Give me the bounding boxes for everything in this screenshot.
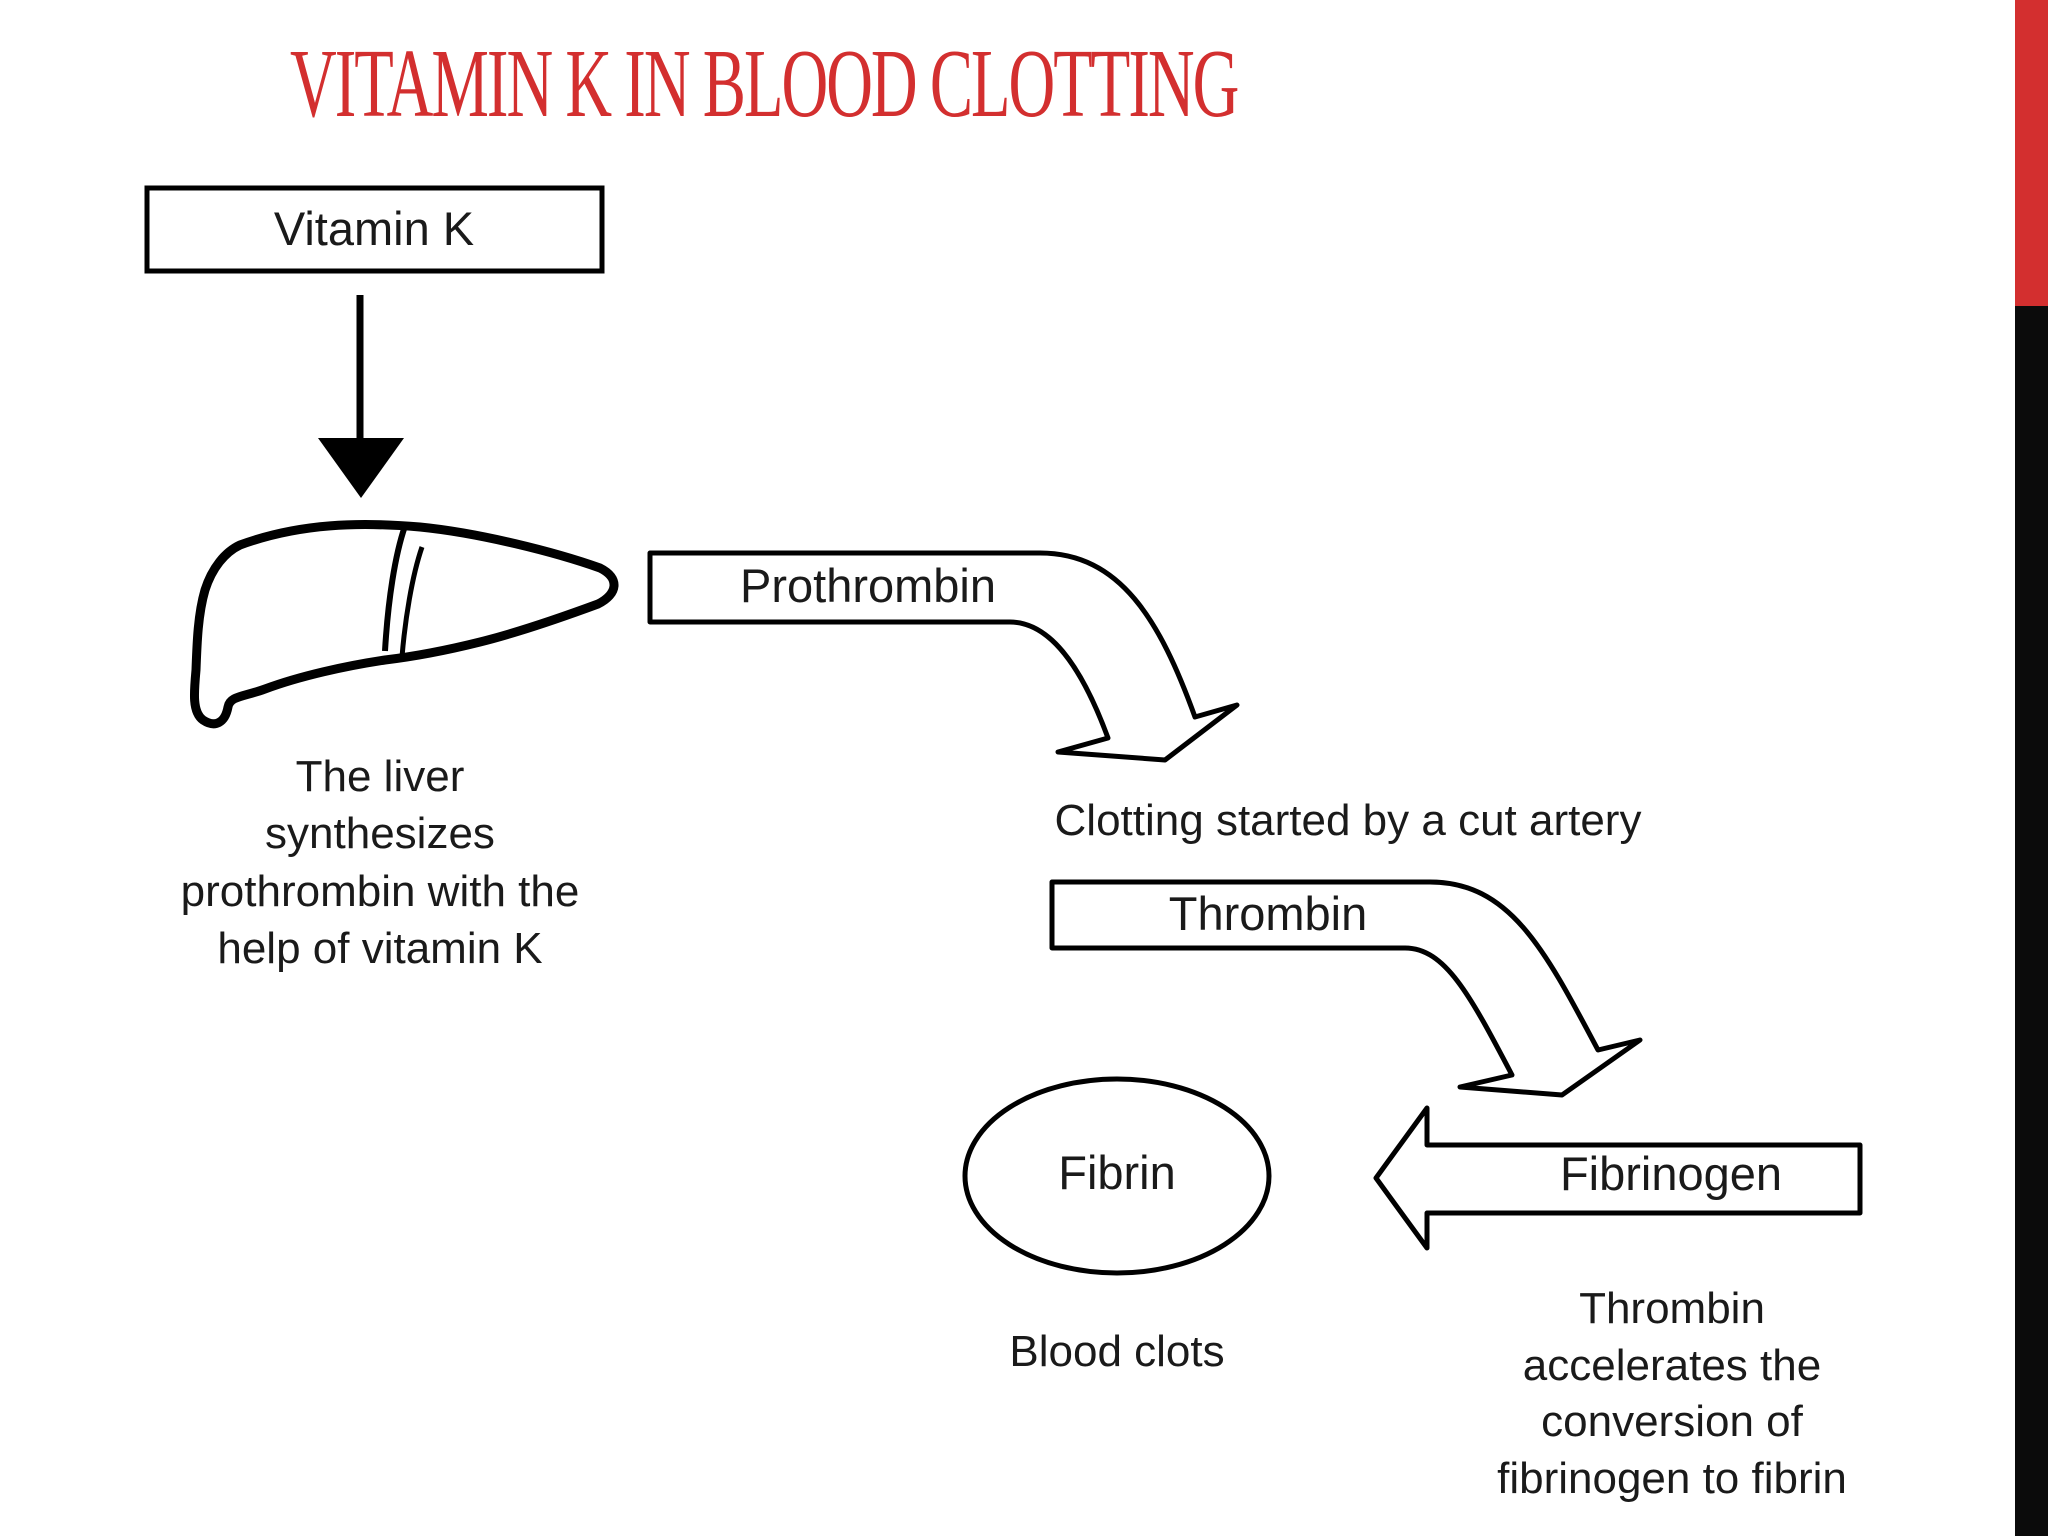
fibrinogen-label: Fibrinogen <box>1560 1147 1782 1200</box>
thrombin-arrow: Thrombin <box>1049 879 1643 1098</box>
liver-icon <box>189 520 619 729</box>
thrombin-label: Thrombin <box>1169 887 1368 940</box>
fibrinogen-arrow: Fibrinogen <box>1373 1105 1863 1251</box>
blood-clots-caption: Blood clots <box>1009 1327 1224 1376</box>
liver-caption-line: prothrombin with the <box>181 867 580 916</box>
liver-caption-line: help of vitamin K <box>217 924 542 973</box>
curved-arrow-icon <box>647 550 1240 763</box>
vitamin-k-box <box>144 185 605 274</box>
clotting-caption: Clotting started by a cut artery <box>1055 796 1642 845</box>
vitamin-k-label: Vitamin K <box>274 202 474 255</box>
thrombin-caption-line: conversion of <box>1541 1397 1803 1446</box>
vitamin-k-node: Vitamin K <box>144 185 605 274</box>
liver-caption-line: synthesizes <box>265 809 495 858</box>
thrombin-caption-line: accelerates the <box>1523 1341 1821 1390</box>
left-arrow-icon <box>1373 1105 1863 1251</box>
thrombin-caption: Thrombin accelerates the conversion of f… <box>1497 1284 1847 1503</box>
curved-arrow-icon <box>1049 879 1643 1098</box>
fibrin-label: Fibrin <box>1058 1146 1176 1199</box>
liver-caption-line: The liver <box>296 752 465 801</box>
thrombin-caption-line: Thrombin <box>1579 1284 1765 1333</box>
thrombin-caption-line: fibrinogen to fibrin <box>1497 1454 1847 1503</box>
liver-caption: The liver synthesizes prothrombin with t… <box>181 752 580 973</box>
prothrombin-label: Prothrombin <box>740 559 996 612</box>
side-accent-bar-red <box>2015 0 2048 306</box>
fibrin-circle <box>962 1076 1272 1276</box>
slide-title: VITAMIN K IN BLOOD CLOTTING <box>290 30 1239 138</box>
prothrombin-arrow: Prothrombin <box>647 550 1240 763</box>
fibrin-node: Fibrin <box>962 1076 1272 1276</box>
down-arrow-icon <box>318 295 404 498</box>
